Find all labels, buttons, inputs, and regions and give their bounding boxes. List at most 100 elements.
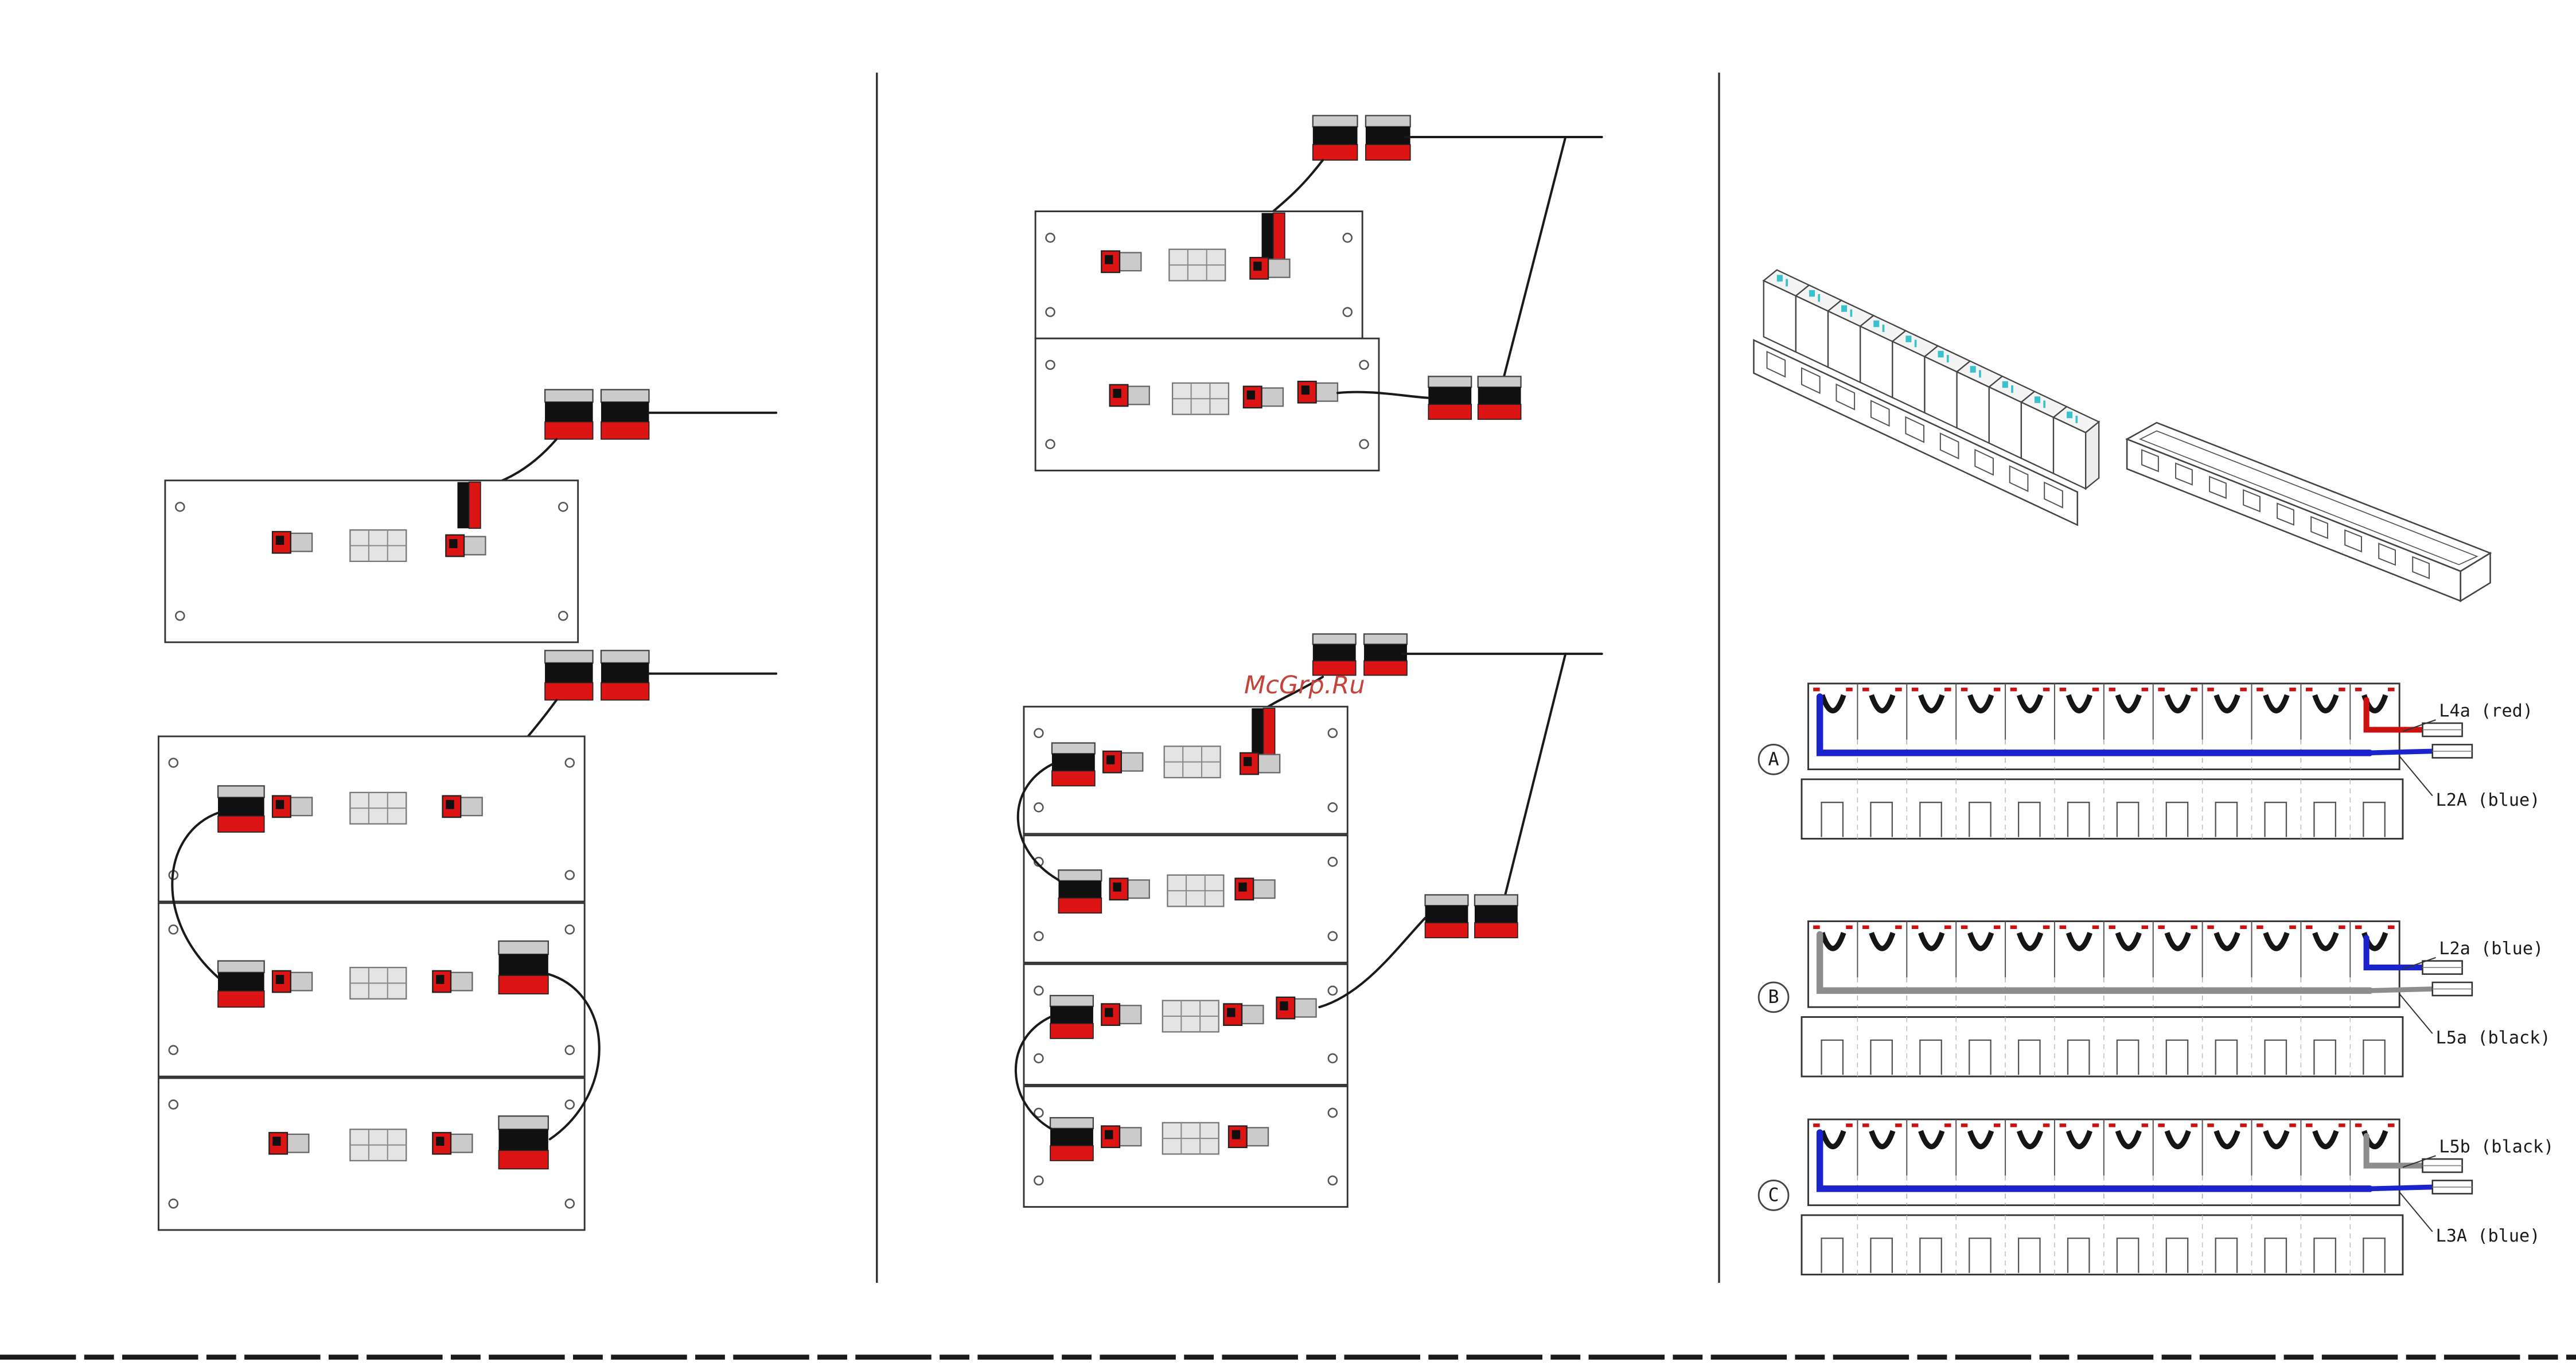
jumper-link [2066,932,2092,951]
small-connector [1249,256,1291,280]
jumper-link [2016,694,2044,713]
cell-terminal [1841,305,1848,312]
jumper-link [2016,932,2044,951]
power-connector [1363,633,1408,676]
tray-notch [1974,448,1994,476]
small-connector [1297,380,1339,404]
power-connector [544,650,594,701]
jumper-link [2263,694,2290,713]
connector-pair [1428,376,1522,420]
power-connector [498,940,549,995]
mount-hole [1045,439,1055,450]
cable [2367,986,2435,993]
small-connector [1227,1125,1269,1149]
terminal-plus [2141,1123,2149,1127]
small-connector [271,970,313,993]
module-tray [1753,339,2079,526]
battery-tray [157,902,586,1078]
terminal-plus [1961,925,1968,930]
terminal-plus [2158,1123,2165,1127]
mount-hole [1034,985,1044,996]
terminal-plus [1862,1123,1869,1127]
mount-hole [1034,931,1044,942]
jumper-link [1918,1130,1945,1149]
tray-notch [1870,802,1893,837]
tray-notch [2310,516,2328,540]
terminal-plus [2388,1123,2395,1127]
row-letter: B [1757,981,1790,1013]
terminal-block [349,529,407,563]
connector-pair [1312,633,1408,676]
power-connector [1312,115,1358,161]
terminal-plus [1846,688,1853,692]
tray-notch [2264,1238,2287,1273]
terminal-plus [2257,1123,2263,1127]
terminal-plus [2207,1123,2214,1127]
terminal-block [1167,874,1225,907]
cable-label-top: L5b (black) [2439,1137,2554,1157]
power-connector [600,389,650,440]
cable [171,811,221,979]
cell-terminal [2067,411,2073,419]
tray-notch [1919,1238,1942,1273]
cable [1267,676,1324,708]
mount-hole [1045,307,1055,317]
tray-notch [2264,1039,2287,1075]
jumper-link [2066,1130,2092,1149]
mount-hole [1034,802,1044,813]
terminal-plus [2306,688,2313,692]
terminal-plus [2339,925,2345,930]
mount-hole [564,1045,575,1055]
left-panel [157,389,778,1231]
mount-hole [564,924,575,935]
power-connector [1424,894,1469,939]
terminal-plus [2043,688,2050,692]
power-connector [1474,894,1518,939]
terminal-plus [2306,925,2313,930]
battery-tray [1023,834,1349,963]
jumper-link [1967,932,1994,951]
tray-notch [2215,802,2238,837]
jumper-link [1819,1130,1846,1149]
terminal-plus [1895,1123,1902,1127]
vertical-connector [1252,708,1276,755]
jumper-link [2312,1130,2339,1149]
small-connector [432,970,473,993]
tray-notch [2264,802,2287,837]
mount-hole [175,611,185,621]
cable [547,973,601,1141]
tray-notch [2116,1039,2139,1075]
terminal-plus [1911,925,1919,930]
terminal-plus [2092,925,2099,930]
row-letter: C [1757,1180,1790,1211]
cable [2363,697,2426,733]
mount-hole [168,1045,179,1055]
mount-hole [175,502,185,512]
frame [0,72,2576,1360]
small-connector [1239,752,1281,775]
tray-notch [2363,802,2386,837]
jumper-link [1869,1130,1896,1149]
small-connector [1101,1003,1142,1027]
terminal-plus [2355,688,2362,692]
row-letter: A [1757,743,1790,775]
mount-hole [1327,1107,1338,1118]
cell-terminal [1905,335,1912,342]
jumper-link [1869,694,1896,713]
battery-tray [164,479,579,643]
terminal-plus [2158,925,2165,930]
mount-hole [1327,728,1338,739]
small-connector [1101,1125,1142,1149]
power-connector [217,960,265,1008]
mount-hole [168,1099,179,1110]
power-connector [600,650,650,701]
battery-tray [1023,963,1349,1086]
terminal-plus [1813,1123,1820,1127]
small-connector [1102,750,1144,774]
terminal-plus [2010,925,2017,930]
terminal-plus [2240,688,2247,692]
jumper-link [2016,1130,2044,1149]
terminal-plus [2010,1123,2017,1127]
mount-hole [1327,1175,1338,1186]
